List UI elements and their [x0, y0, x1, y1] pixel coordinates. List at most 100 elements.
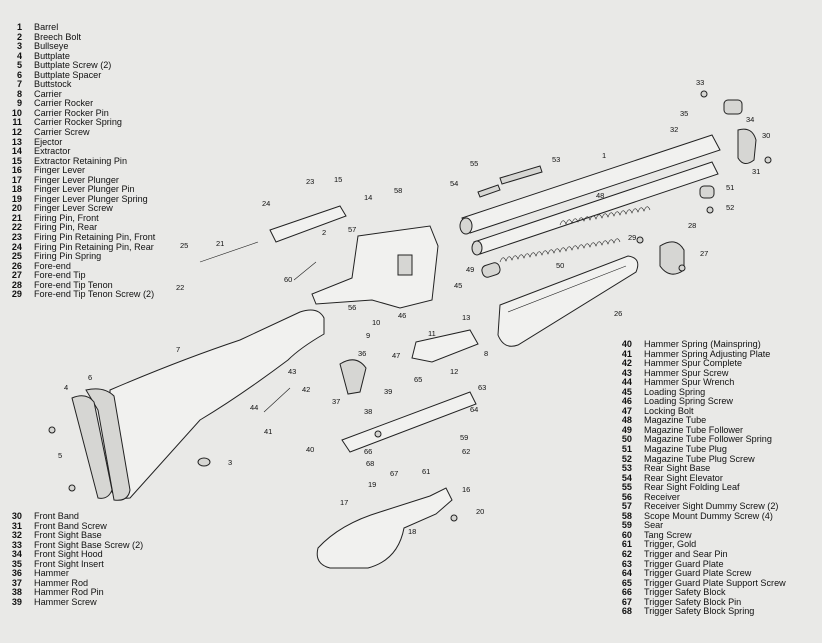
callout: 3	[228, 458, 232, 467]
legend-label: Finger Lever Plunger	[34, 174, 119, 185]
legend-number: 63	[621, 558, 632, 569]
legend-row: 67 Trigger Safety Block Pin	[610, 596, 786, 608]
breech-bolt	[269, 205, 347, 243]
callout: 27	[700, 249, 708, 258]
callout: 46	[398, 311, 406, 320]
legend-number: 65	[621, 577, 632, 588]
callout: 33	[696, 78, 704, 87]
small-parts	[48, 90, 772, 522]
legend-row: 44 Hammer Spur Wrench	[610, 377, 786, 388]
legend-number: 16	[11, 165, 22, 176]
legend-row: 39 Hammer Screw	[0, 596, 143, 608]
legend-label: Hammer Spring (Mainspring)	[644, 339, 761, 349]
legend-label: Buttplate Screw (2)	[34, 60, 112, 71]
tang-screw	[293, 261, 317, 281]
legend-label: Buttstock	[34, 79, 72, 90]
legend-number: 2	[16, 31, 22, 42]
legend-number: 4	[16, 50, 22, 61]
callout: 49	[466, 265, 474, 274]
legend-number: 33	[11, 539, 22, 550]
legend-number: 67	[621, 596, 632, 607]
callout: 56	[348, 303, 356, 312]
legend-number: 44	[621, 377, 632, 388]
legend-label: Hammer Screw	[34, 596, 97, 607]
legend-label: Trigger and Sear Pin	[644, 549, 728, 560]
callout: 2	[322, 228, 326, 237]
finger-lever	[316, 487, 453, 569]
legend-number: 62	[621, 549, 632, 560]
legend-label: Hammer Spur Complete	[644, 358, 743, 369]
front-sight-hood	[723, 99, 743, 115]
callout: 61	[422, 467, 430, 476]
callout: 57	[348, 225, 356, 234]
magazine-follower-spring-2	[559, 206, 651, 226]
callout: 45	[454, 281, 462, 290]
legend-label: Fore-end Tip Tenon Screw (2)	[34, 289, 155, 300]
callout: 62	[462, 447, 470, 456]
legend-number: 58	[621, 510, 632, 521]
legend-number: 19	[11, 193, 22, 204]
legend-number: 36	[11, 568, 22, 579]
legend-label: Finger Lever Plunger Pin	[34, 184, 135, 195]
callout: 10	[372, 318, 380, 327]
callout: 9	[366, 331, 370, 340]
callout: 32	[670, 125, 678, 134]
legend-label: Receiver	[644, 491, 680, 502]
legend-number: 34	[11, 549, 22, 560]
callout: 67	[390, 469, 398, 478]
callout: 20	[476, 507, 484, 516]
legend-number: 37	[11, 577, 22, 588]
callout: 13	[462, 313, 470, 322]
legend-number: 41	[621, 348, 632, 359]
legend-label: Trigger Safety Block Pin	[644, 596, 742, 607]
legend-label: Rear Sight Elevator	[644, 472, 723, 483]
callout: 60	[284, 275, 292, 284]
legend-number: 20	[11, 203, 22, 214]
callout: 38	[364, 407, 372, 416]
rear-sight	[477, 165, 543, 198]
callout: 14	[364, 193, 372, 202]
legend-label: Firing Pin Retaining Pin, Rear	[34, 241, 154, 252]
legend-number: 25	[11, 251, 22, 262]
legend-number: 38	[11, 587, 22, 598]
firing-pin-front	[199, 241, 259, 263]
legend-label: Trigger Guard Plate	[644, 558, 724, 569]
legend-label: Hammer Rod	[34, 577, 89, 588]
callout: 50	[556, 261, 564, 270]
legend-number: 39	[11, 596, 22, 607]
callout: 28	[688, 221, 696, 230]
legend-label: Receiver Sight Dummy Screw (2)	[644, 501, 779, 512]
legend-label: Locking Bolt	[644, 405, 694, 416]
legend-label: Carrier Rocker Spring	[34, 117, 122, 128]
callout: 48	[596, 191, 604, 200]
callout: 55	[470, 159, 478, 168]
legend-number: 66	[621, 587, 632, 598]
legend-number: 40	[621, 339, 632, 349]
callout: 63	[478, 383, 486, 392]
legend-number: 59	[621, 520, 632, 531]
hammer-spur-wrench	[263, 387, 291, 413]
legend-number: 7	[16, 79, 22, 90]
legend-label: Extractor	[34, 146, 71, 157]
callout: 34	[746, 115, 754, 124]
legend-number: 35	[11, 558, 22, 569]
legend-label: Hammer Spur Wrench	[644, 377, 735, 388]
legend-label: Carrier Rocker Pin	[34, 107, 109, 118]
legend-number: 27	[11, 270, 22, 281]
callout: 39	[384, 387, 392, 396]
